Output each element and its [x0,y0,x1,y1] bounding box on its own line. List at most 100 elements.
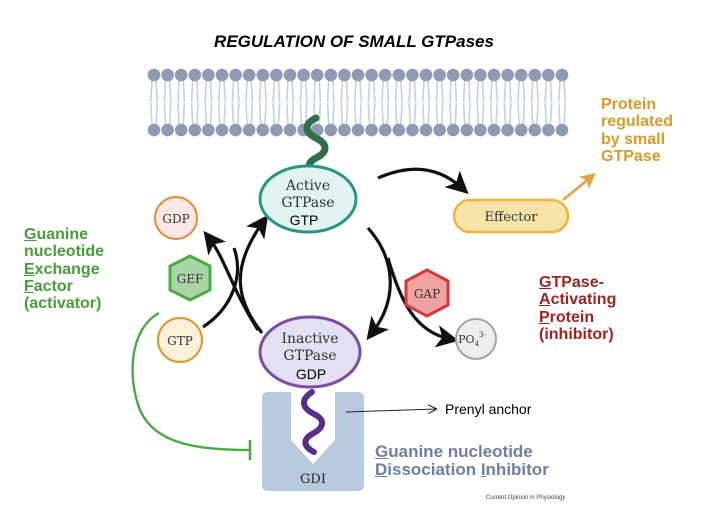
lipid-tail [155,78,158,103]
gef-description-label: Guanine nucleotide Exchange Factor (acti… [24,226,104,312]
effector-description-label: Protein regulated by small GTPase [601,96,673,165]
lipid-tail [427,102,430,127]
gap-label-text: ctivating [550,291,617,309]
lipid-tail [313,78,316,103]
lipid-head [419,68,433,82]
lipid-head [174,68,188,82]
lipid-tail [490,78,493,103]
inactive-prenyl-anchor [301,389,325,455]
lipid-tail [204,102,208,127]
lipid-head [338,68,351,82]
gdi-label-line: Dissociation Inhibitor [375,461,549,479]
lipid-head [351,123,365,137]
inactive-gtpase-line1: Inactive [281,331,338,347]
lipid-tail [413,102,417,127]
lipid-head [229,123,242,137]
gdi-initial: D [375,460,388,480]
effector-label-line: Protein [601,96,657,113]
lipid-tail [163,102,167,127]
lipid-head [474,123,487,137]
lipid-tail [462,78,466,103]
gdp-molecule: GDP [154,196,198,240]
lipid-tail [277,102,281,127]
lipid-tail [508,78,512,103]
lipid-tail [163,78,167,103]
lipid-tail [155,102,158,127]
gef-node-label: GEF [177,272,204,286]
lipid-head [446,68,460,82]
lipid-tail [449,78,452,103]
lipid-tail [264,78,267,103]
lipid-tail [549,78,553,103]
activation-arrow-to-active [238,214,269,334]
gap-label-line: Activating [539,291,616,308]
lipid-tail [408,78,412,103]
lipid-head [283,68,297,82]
lipid-tail [386,78,390,103]
lipid-head [351,68,365,82]
lipid-tail [177,102,180,127]
gap-hexagon: GAP [404,268,450,318]
lipid-tail [381,78,384,103]
lipid-head [446,123,460,137]
lipid-head [542,68,555,82]
lipid-tail [372,102,376,127]
lipid-head [501,123,514,137]
lipid-tail [250,78,254,103]
lipid-tail [318,102,322,127]
gef-label-line: Guanine [24,226,104,243]
effector-activation-arrow [377,167,469,195]
lipid-tail [231,78,235,103]
lipid-head [555,123,569,137]
lipid-tail [291,102,294,127]
gdi-description-label: Guanine nucleotide Dissociation Inhibito… [375,442,549,480]
lipid-head [433,123,446,137]
lipid-head [365,123,378,137]
gap-initial: P [539,308,550,326]
lipid-tail [286,102,289,127]
lipid-head [487,123,501,137]
lipid-tail [250,102,254,127]
phosphate-release-arrow [386,257,459,348]
gap-initial: G [539,274,552,291]
lipid-tail [440,102,444,127]
lipid-tail [168,102,172,127]
gdi-label-text: nhibitor [485,460,549,480]
lipid-head [338,123,351,137]
phosphate-base: PO [458,333,474,346]
lipid-tail [440,78,444,103]
lipid-head [542,123,555,137]
gap-label-line: GTPase- [539,274,616,291]
lipid-tail [517,102,520,127]
lipid-tail [481,78,485,103]
lipid-tail [286,78,289,103]
lipid-head [174,123,188,137]
lipid-tail [150,102,153,127]
lipid-tail [449,102,452,127]
gap-node-label: GAP [414,287,440,301]
lipid-tail [258,78,262,103]
gef-initial: E [24,260,35,278]
lipid-tail [264,102,267,127]
lipid-tail [236,78,240,103]
lipid-tail [544,102,548,127]
lipid-tail [304,78,308,103]
gdi-label-line: Guanine nucleotide [375,442,549,461]
gef-label-text: (activator) [24,295,102,313]
lipid-head [242,123,256,137]
gdi-initial: G [375,442,389,461]
lipid-head [256,68,270,82]
gef-label-text: uanine [36,226,89,243]
gdi-protein [262,392,364,491]
lipid-head [433,68,446,82]
gef-label-text: nucleotide [24,243,105,261]
lipid-head [270,123,283,137]
lipid-head [270,68,283,82]
lipid-tail [218,102,221,127]
lipid-head [392,123,406,137]
phosphate-superscript: 3- [479,331,486,339]
lipid-tail [394,78,398,103]
lipid-head [514,123,528,137]
lipid-tail [476,102,480,127]
